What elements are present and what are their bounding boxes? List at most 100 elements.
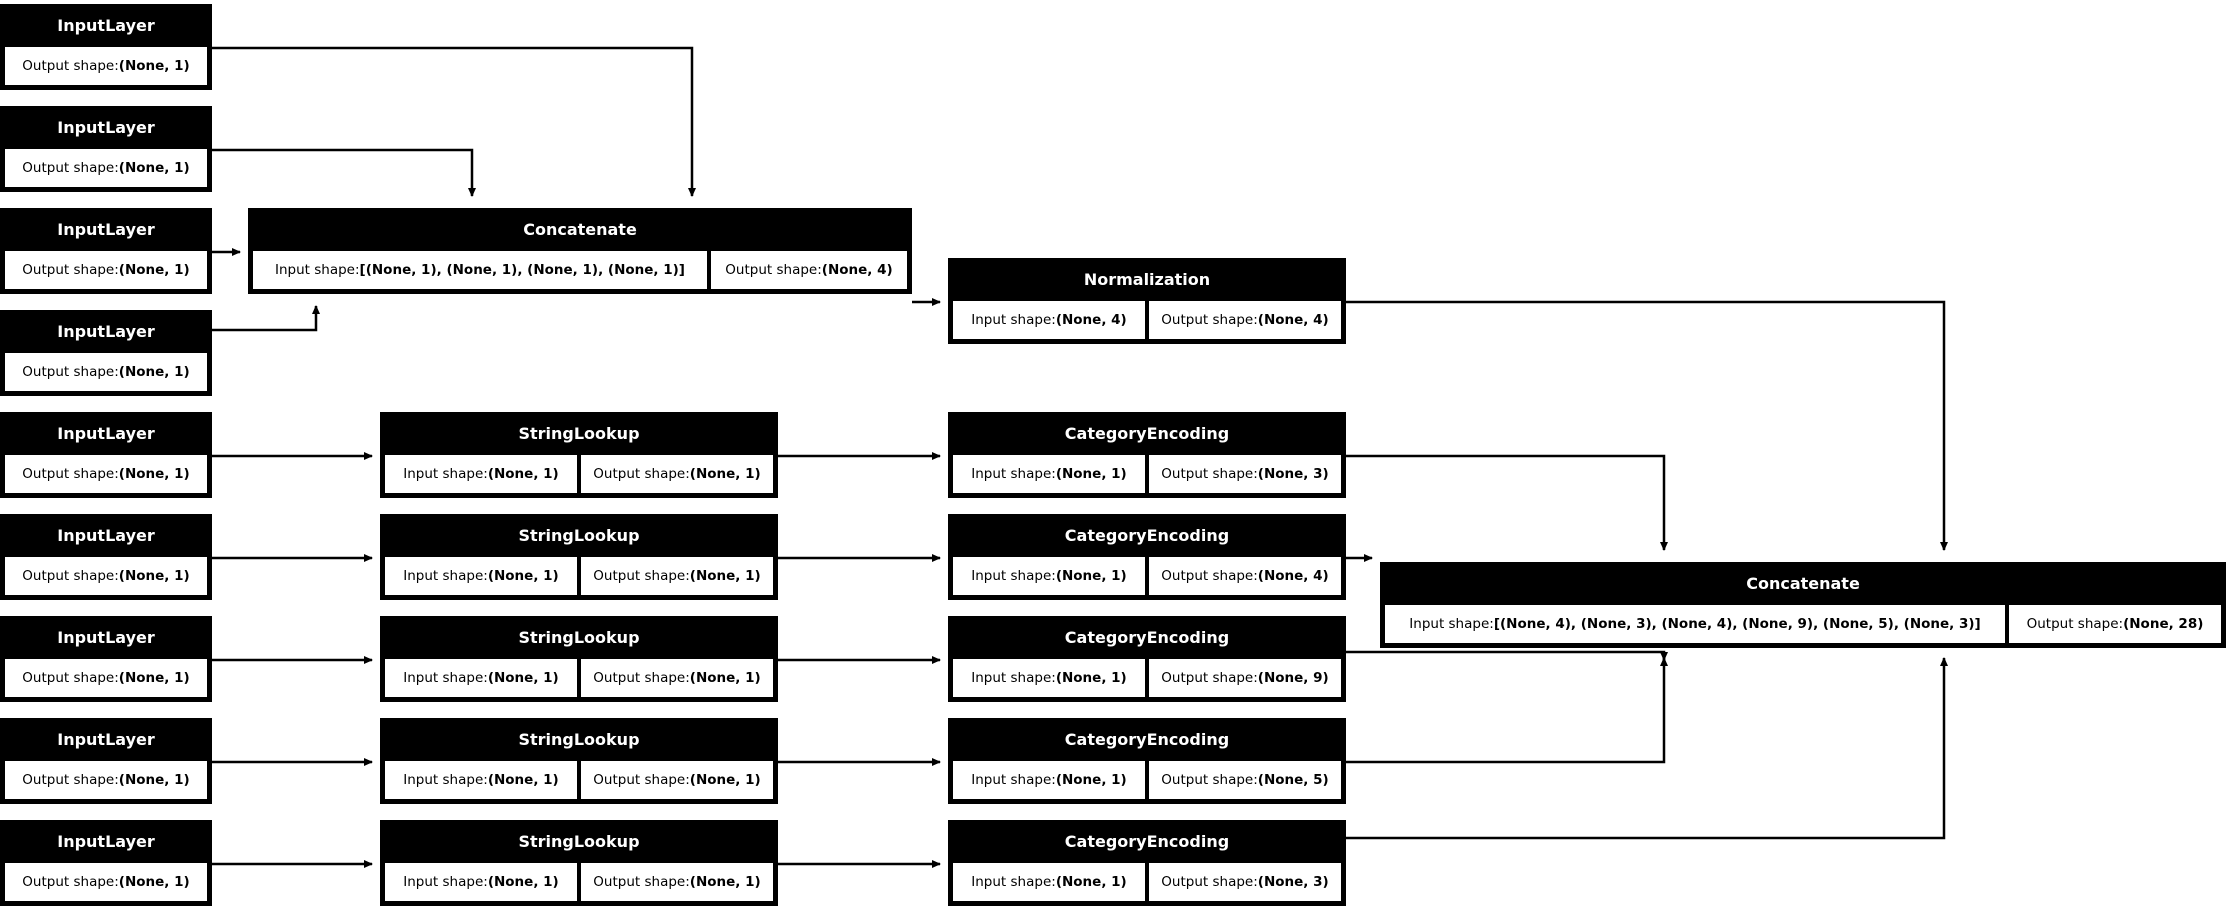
edge-input4-to-concat-numeric [212, 305, 320, 332]
input-shape-cell-concat_final: Input shape: [(None, 4), (None, 3), (Non… [1383, 603, 2007, 645]
node-title-normalization: Normalization [1083, 270, 1211, 289]
output-shape-cell-categoryencoding_2: Output shape: (None, 4) [1147, 555, 1343, 597]
output-shape-value: (None, 4) [821, 262, 893, 278]
output-shape-label: Output shape: [22, 874, 119, 890]
output-shape-cell-stringlookup_3: Output shape: (None, 1) [579, 657, 775, 699]
input-shape-label: Input shape: [275, 262, 360, 278]
output-shape-cell-stringlookup_2: Output shape: (None, 1) [579, 555, 775, 597]
input-shape-value: (None, 1) [1055, 772, 1127, 788]
input-shape-value: [(None, 4), (None, 3), (None, 4), (None,… [1493, 616, 1981, 632]
input-shape-value: (None, 1) [487, 670, 559, 686]
input-shape-cell-categoryencoding_4: Input shape: (None, 1) [951, 759, 1147, 801]
node-title-input_2: InputLayer [57, 118, 155, 137]
output-shape-cell-stringlookup_1: Output shape: (None, 1) [579, 453, 775, 495]
output-shape-label: Output shape: [1161, 772, 1258, 788]
output-shape-cell-normalization: Output shape: (None, 4) [1147, 299, 1343, 341]
output-shape-label: Output shape: [22, 772, 119, 788]
input-shape-cell-normalization: Input shape: (None, 4) [951, 299, 1147, 341]
output-shape-value: (None, 1) [689, 670, 761, 686]
output-shape-cell-input_2: Output shape: (None, 1) [3, 147, 209, 189]
output-shape-value: (None, 1) [689, 568, 761, 584]
output-shape-cell-stringlookup_4: Output shape: (None, 1) [579, 759, 775, 801]
edge-input2-to-concat-numeric [212, 148, 476, 197]
output-shape-cell-categoryencoding_5: Output shape: (None, 3) [1147, 861, 1343, 903]
input-shape-label: Input shape: [971, 772, 1056, 788]
node-title-input_5: InputLayer [57, 424, 155, 443]
node-title-stringlookup_2: StringLookup [518, 526, 640, 545]
input-shape-cell-stringlookup_2: Input shape: (None, 1) [383, 555, 579, 597]
output-shape-cell-input_3: Output shape: (None, 1) [3, 249, 209, 291]
input-shape-cell-stringlookup_4: Input shape: (None, 1) [383, 759, 579, 801]
input-shape-value: (None, 1) [487, 466, 559, 482]
input-shape-value: (None, 1) [1055, 670, 1127, 686]
edge-normalization-to-concat-final [1346, 300, 1948, 551]
input-shape-value: (None, 1) [1055, 466, 1127, 482]
input-shape-label: Input shape: [971, 874, 1056, 890]
output-shape-value: (None, 1) [118, 160, 190, 176]
node-shapes-concat_final: Input shape: [(None, 4), (None, 3), (Non… [1383, 603, 2223, 645]
node-shapes-stringlookup_5: Input shape: (None, 1)Output shape: (Non… [383, 861, 775, 903]
output-shape-cell-concat_numeric: Output shape: (None, 4) [709, 249, 909, 291]
node-title-input_4: InputLayer [57, 322, 155, 341]
node-shapes-categoryencoding_5: Input shape: (None, 1)Output shape: (Non… [951, 861, 1343, 903]
input-shape-label: Input shape: [403, 772, 488, 788]
input-shape-cell-categoryencoding_2: Input shape: (None, 1) [951, 555, 1147, 597]
output-shape-label: Output shape: [22, 568, 119, 584]
node-title-input_8: InputLayer [57, 730, 155, 749]
output-shape-label: Output shape: [593, 874, 690, 890]
input-shape-value: (None, 1) [487, 874, 559, 890]
output-shape-value: (None, 1) [118, 58, 190, 74]
output-shape-value: (None, 1) [689, 772, 761, 788]
output-shape-label: Output shape: [593, 466, 690, 482]
output-shape-value: (None, 4) [1257, 312, 1329, 328]
output-shape-value: (None, 1) [689, 874, 761, 890]
output-shape-label: Output shape: [22, 670, 119, 686]
input-shape-cell-categoryencoding_5: Input shape: (None, 1) [951, 861, 1147, 903]
output-shape-label: Output shape: [593, 670, 690, 686]
output-shape-label: Output shape: [1161, 874, 1258, 890]
node-shapes-input_3: Output shape: (None, 1) [3, 249, 209, 291]
output-shape-value: (None, 1) [118, 874, 190, 890]
output-shape-value: (None, 1) [118, 568, 190, 584]
node-title-categoryencoding_1: CategoryEncoding [1064, 424, 1230, 443]
node-shapes-concat_numeric: Input shape: [(None, 1), (None, 1), (Non… [251, 249, 909, 291]
output-shape-value: (None, 1) [689, 466, 761, 482]
node-shapes-stringlookup_3: Input shape: (None, 1)Output shape: (Non… [383, 657, 775, 699]
input-shape-cell-stringlookup_5: Input shape: (None, 1) [383, 861, 579, 903]
node-shapes-input_4: Output shape: (None, 1) [3, 351, 209, 393]
output-shape-value: (None, 1) [118, 466, 190, 482]
node-title-input_3: InputLayer [57, 220, 155, 239]
input-shape-value: (None, 1) [487, 772, 559, 788]
output-shape-cell-input_1: Output shape: (None, 1) [3, 45, 209, 87]
output-shape-label: Output shape: [1161, 466, 1258, 482]
output-shape-label: Output shape: [22, 262, 119, 278]
input-shape-value: [(None, 1), (None, 1), (None, 1), (None,… [359, 262, 685, 278]
output-shape-label: Output shape: [22, 160, 119, 176]
node-shapes-input_8: Output shape: (None, 1) [3, 759, 209, 801]
output-shape-label: Output shape: [725, 262, 822, 278]
node-shapes-normalization: Input shape: (None, 4)Output shape: (Non… [951, 299, 1343, 341]
input-shape-label: Input shape: [403, 466, 488, 482]
output-shape-cell-input_6: Output shape: (None, 1) [3, 555, 209, 597]
output-shape-cell-stringlookup_5: Output shape: (None, 1) [579, 861, 775, 903]
output-shape-value: (None, 1) [118, 262, 190, 278]
output-shape-value: (None, 3) [1257, 466, 1329, 482]
node-shapes-input_7: Output shape: (None, 1) [3, 657, 209, 699]
input-shape-cell-concat_numeric: Input shape: [(None, 1), (None, 1), (Non… [251, 249, 709, 291]
node-title-categoryencoding_4: CategoryEncoding [1064, 730, 1230, 749]
